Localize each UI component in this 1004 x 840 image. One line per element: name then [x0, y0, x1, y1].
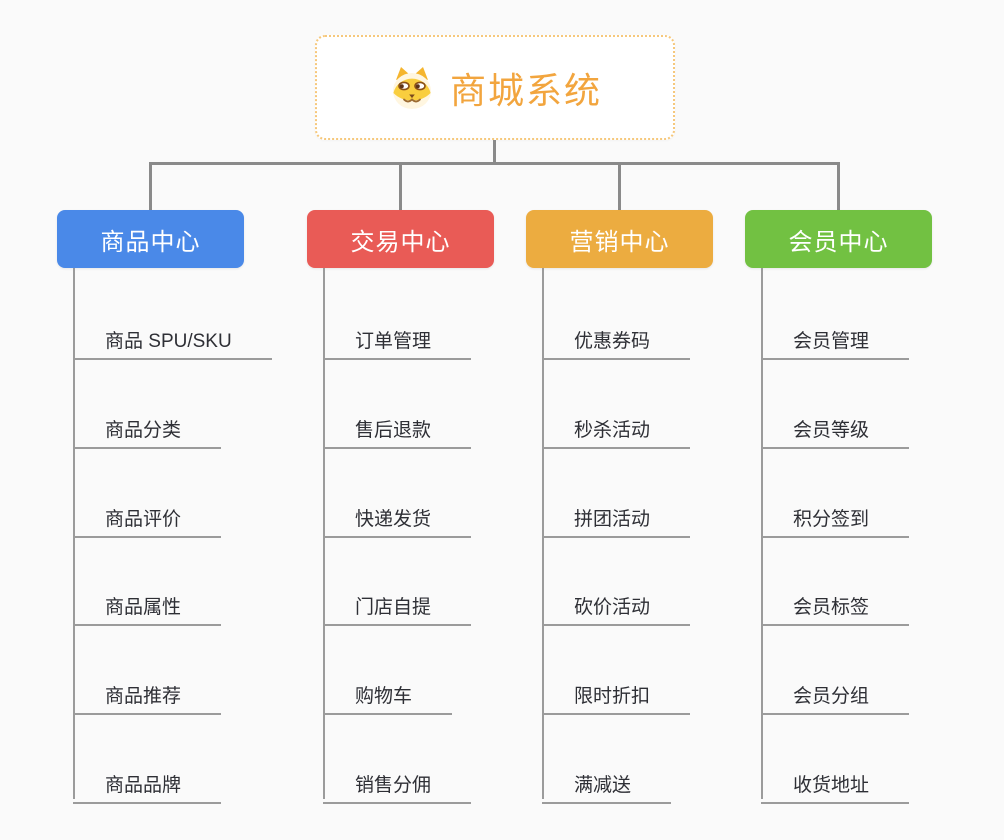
branch-node-4[interactable]: 会员中心: [745, 210, 932, 268]
branch-trunk-line: [542, 268, 544, 799]
leaf-node[interactable]: 门店自提: [323, 579, 472, 627]
leaf-node[interactable]: 会员管理: [761, 313, 910, 360]
leaf-node[interactable]: 销售分佣: [323, 757, 472, 804]
leaf-node[interactable]: 会员分组: [761, 668, 910, 716]
leaf-node[interactable]: 会员标签: [761, 579, 910, 627]
leaf-node[interactable]: 收货地址: [761, 757, 910, 804]
leaf-node[interactable]: 优惠券码: [542, 313, 691, 360]
branch-node-3[interactable]: 营销中心: [526, 210, 713, 268]
leaf-node[interactable]: 秒杀活动: [542, 402, 691, 449]
leaf-node[interactable]: 商品品牌: [73, 757, 222, 804]
branch-label: 营销中心: [569, 228, 670, 256]
branch-label: 交易中心: [350, 228, 451, 256]
branch-node-2[interactable]: 交易中心: [307, 210, 494, 268]
leaf-node[interactable]: 订单管理: [323, 313, 472, 360]
connector-line: [493, 140, 496, 164]
leaf-node[interactable]: 商品分类: [73, 402, 222, 449]
leaf-node[interactable]: 商品 SPU/SKU: [73, 313, 272, 360]
branch-label: 会员中心: [788, 228, 889, 256]
leaf-node[interactable]: 积分签到: [761, 491, 910, 538]
leaf-node[interactable]: 商品推荐: [73, 668, 222, 716]
branch-trunk-line: [761, 268, 763, 799]
leaf-node[interactable]: 购物车: [323, 668, 453, 716]
leaf-node[interactable]: 砍价活动: [542, 579, 691, 627]
root-title: 商城系统: [449, 69, 602, 111]
branch-trunk-line: [323, 268, 325, 799]
branch-label: 商品中心: [100, 228, 201, 256]
connector-line: [837, 162, 840, 210]
branch-node-1[interactable]: 商品中心: [57, 210, 244, 268]
connector-line: [399, 162, 402, 210]
leaf-node[interactable]: 满减送: [542, 757, 672, 804]
connector-line: [149, 162, 152, 210]
connector-line: [618, 162, 621, 210]
leaf-node[interactable]: 售后退款: [323, 402, 472, 449]
leaf-node[interactable]: 快递发货: [323, 491, 472, 538]
leaf-node[interactable]: 会员等级: [761, 402, 910, 449]
connector-line: [149, 162, 840, 165]
branch-trunk-line: [73, 268, 75, 799]
leaf-node[interactable]: 拼团活动: [542, 491, 691, 538]
root-node[interactable]: 商城系统: [315, 35, 675, 140]
dog-face-icon: [392, 66, 431, 109]
leaf-node[interactable]: 商品属性: [73, 579, 222, 627]
leaf-node[interactable]: 限时折扣: [542, 668, 691, 716]
leaf-node[interactable]: 商品评价: [73, 491, 222, 538]
